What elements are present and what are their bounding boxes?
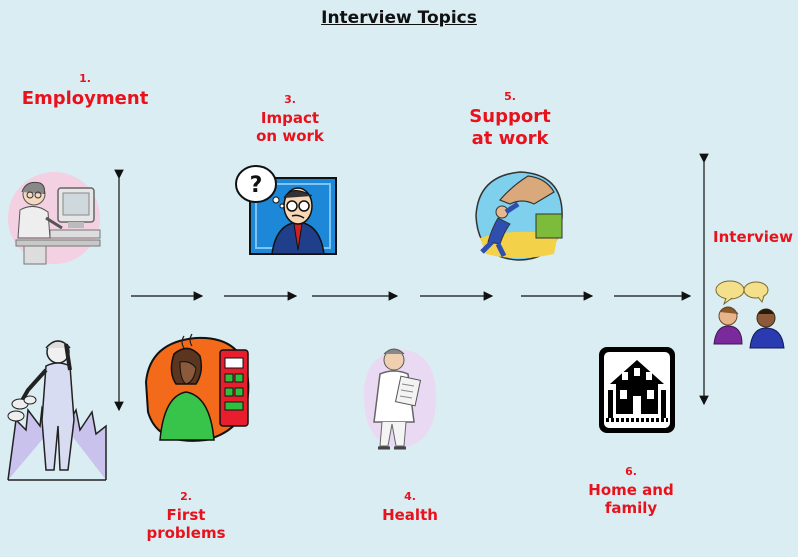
topic-2-text-line1: First [166, 506, 206, 525]
topic-1-text: Employment [21, 88, 149, 110]
topic-2-number: 2. [180, 490, 192, 503]
topic-3-number: 3. [284, 93, 296, 106]
house-icon [599, 347, 675, 433]
doctor-with-clipboard-icon [363, 348, 436, 450]
topic-3-text-line2: on work [256, 127, 324, 146]
topic-5-text-line1: Support [469, 106, 551, 128]
people-talking-icon [713, 280, 785, 349]
svg-text:?: ? [250, 173, 263, 198]
topic-4-label: 4. Health [360, 490, 460, 524]
confused-businessman-icon: ? [235, 165, 337, 255]
topic-5-number: 5. [504, 90, 516, 103]
factory-worker-icon [7, 340, 107, 481]
topic-4-text: Health [382, 506, 438, 525]
office-worker-at-computer-icon [8, 172, 101, 265]
topic-3-text-line1: Impact [260, 109, 320, 128]
topic-1-number: 1. [79, 72, 91, 85]
topic-1-label: 1. Employment [10, 72, 160, 110]
topic-3-label: 3. Impact on work [240, 93, 340, 145]
topic-6-text-line2: family [604, 499, 658, 518]
interview-text: Interview [713, 228, 793, 246]
topic-6-number: 6. [625, 465, 637, 478]
stressed-woman-icon [144, 333, 250, 442]
topic-6-text-line1: Home and [588, 481, 674, 500]
topic-2-text-line2: problems [146, 524, 226, 543]
topic-2-label: 2. First problems [136, 490, 236, 542]
topic-5-text-line2: at work [471, 127, 549, 149]
topic-5-label: 5. Support at work [450, 90, 570, 149]
diagram-title: Interview Topics [321, 8, 477, 28]
topic-4-number: 4. [404, 490, 416, 503]
interview-label: Interview [708, 228, 798, 246]
topic-6-label: 6. Home and family [576, 465, 686, 517]
helping-hand-icon [475, 171, 563, 261]
